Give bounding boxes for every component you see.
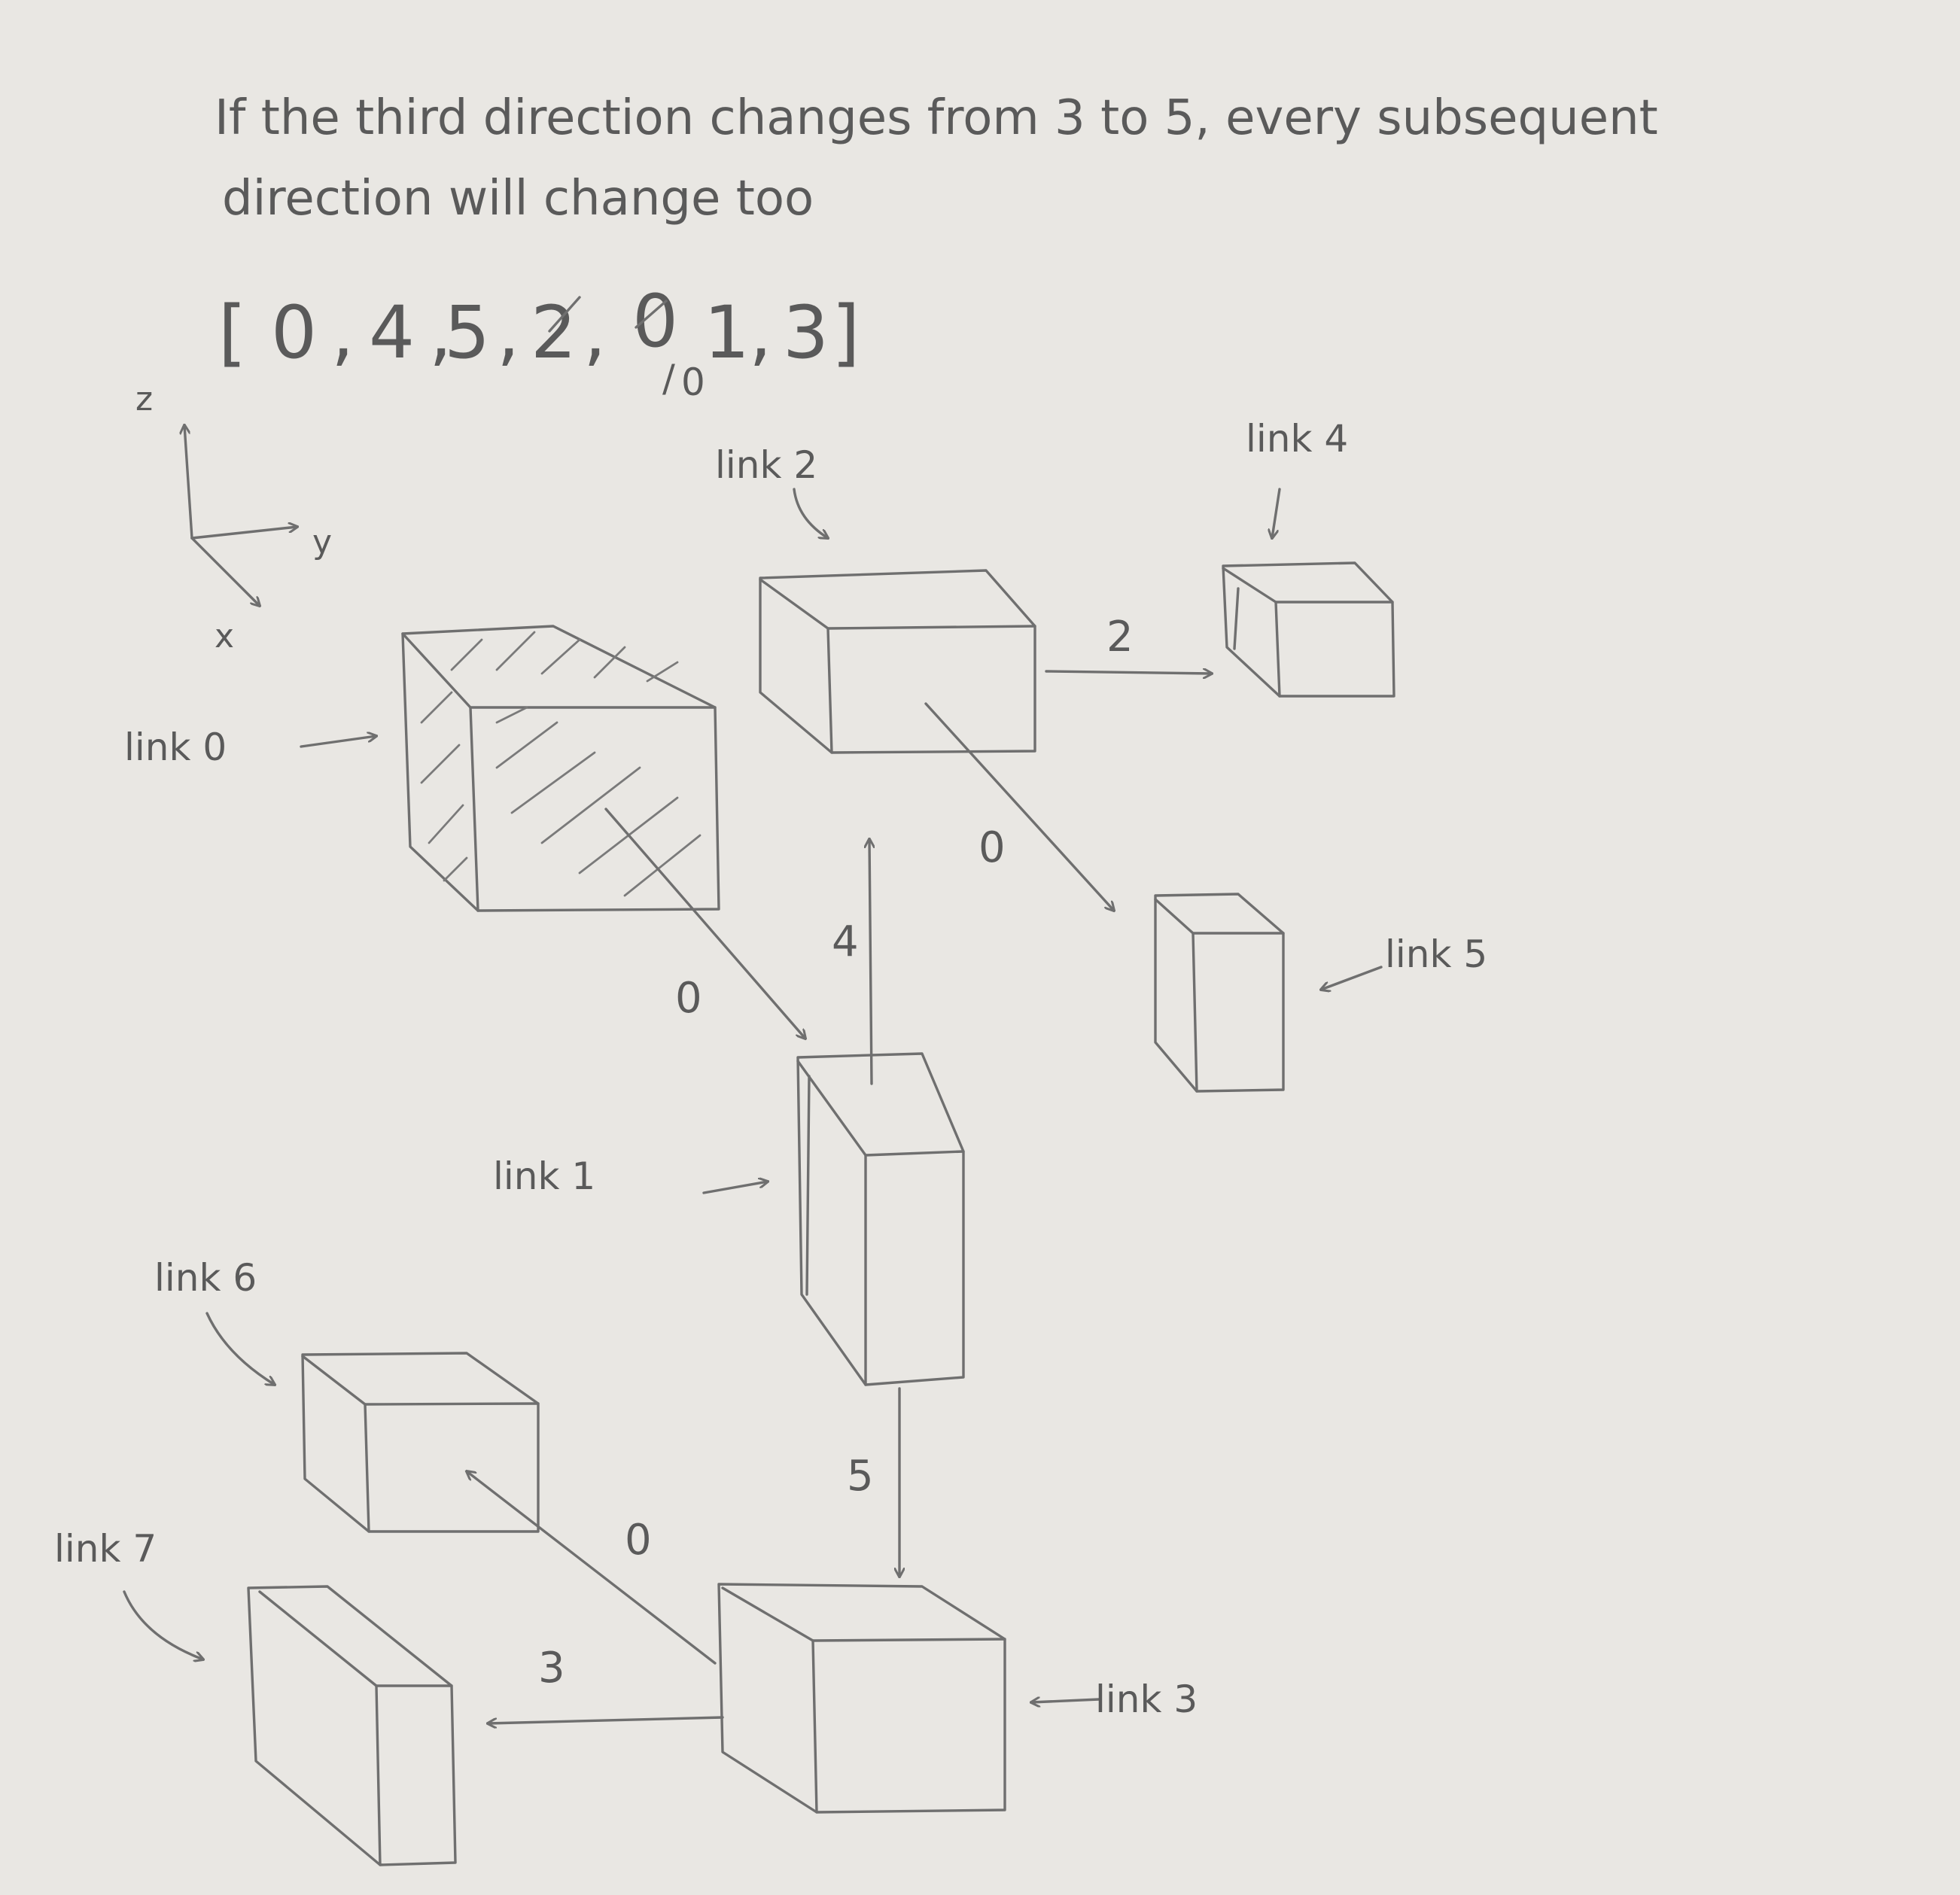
sequence-item: 0 [271, 290, 317, 375]
link-4-box [1222, 561, 1395, 698]
arrow-link3-to-link6 [467, 1471, 717, 1665]
direction-arrows [467, 671, 1212, 1723]
link-4-label: link 4 [1246, 417, 1348, 461]
link-0-pointer [300, 736, 376, 748]
link-5-label: link 5 [1385, 932, 1487, 976]
link-2-label: link 2 [715, 443, 817, 487]
z-axis-label: z [135, 380, 153, 418]
sequence-item: 4 [369, 290, 415, 375]
sequence-comma: , [497, 290, 520, 375]
y-axis-label: y [312, 523, 332, 561]
link-5-pointer [1321, 966, 1383, 990]
link-6-box [301, 1352, 540, 1533]
arrow-number: 5 [847, 1452, 874, 1501]
link-7-box [247, 1585, 457, 1866]
link-7-pointer [123, 1590, 203, 1659]
x-axis-label: x [215, 617, 234, 655]
arrow-link2-to-link4 [1045, 671, 1212, 674]
link-7-label: link 7 [54, 1527, 157, 1571]
sequence-item: 5 [444, 290, 490, 375]
link-5-box [1154, 893, 1285, 1093]
sequence-close-bracket: ] [832, 290, 860, 375]
arrow-number: 0 [625, 1516, 652, 1565]
sequence-open-bracket: [ [218, 290, 246, 375]
link-2-box [759, 569, 1036, 754]
link-1-label: link 1 [493, 1154, 595, 1198]
note-line-1: If the third direction changes from 3 to… [215, 90, 1658, 146]
link-3-box [717, 1583, 1006, 1814]
axes-glyph: z y x [135, 380, 332, 655]
link-2-pointer [793, 488, 828, 538]
link-0-box [401, 625, 720, 912]
sequence-comma: , [749, 290, 772, 375]
arrow-number: 0 [978, 823, 1006, 872]
sequence-correction: / [662, 357, 675, 400]
arrow-number: 0 [675, 974, 702, 1023]
x-axis [190, 537, 260, 606]
sequence-comma: , [331, 290, 355, 375]
link-6-label: link 6 [154, 1256, 257, 1300]
sequence-comma: , [583, 290, 607, 375]
arrow-link1-to-link2 [869, 839, 872, 1085]
link-3-pointer [1031, 1699, 1100, 1702]
link-1-pointer [702, 1182, 768, 1194]
arrow-number: 4 [832, 917, 859, 966]
arrow-number: 2 [1106, 613, 1134, 662]
sequence-item-struck: 2 [531, 290, 577, 375]
sequence-item-struck: 0 [632, 279, 678, 363]
link-0-label: link 0 [124, 725, 227, 769]
arrow-link0-to-link1 [604, 808, 805, 1039]
strike-mark [635, 300, 668, 329]
arrow-link3-to-link7 [488, 1716, 724, 1723]
sequence-item: 1 [704, 290, 750, 375]
arrow-link2-to-link5 [924, 702, 1114, 911]
sequence-item: 3 [783, 290, 829, 375]
link-3-label: link 3 [1095, 1678, 1198, 1721]
link-1-box [796, 1052, 965, 1386]
note-line-2: direction will change too [222, 171, 814, 227]
direction-sequence: [ 0 , 4 , 5 , 2 , 0 1 , 3 ] / 0 [218, 279, 860, 404]
sequence-comma: , [429, 290, 452, 375]
link-6-pointer [205, 1312, 275, 1385]
sequence-correction: 0 [681, 360, 705, 404]
link-4-pointer [1272, 488, 1281, 538]
y-axis [190, 527, 297, 540]
z-axis [184, 425, 193, 540]
arrow-number: 3 [538, 1644, 565, 1693]
strike-mark [548, 296, 581, 333]
